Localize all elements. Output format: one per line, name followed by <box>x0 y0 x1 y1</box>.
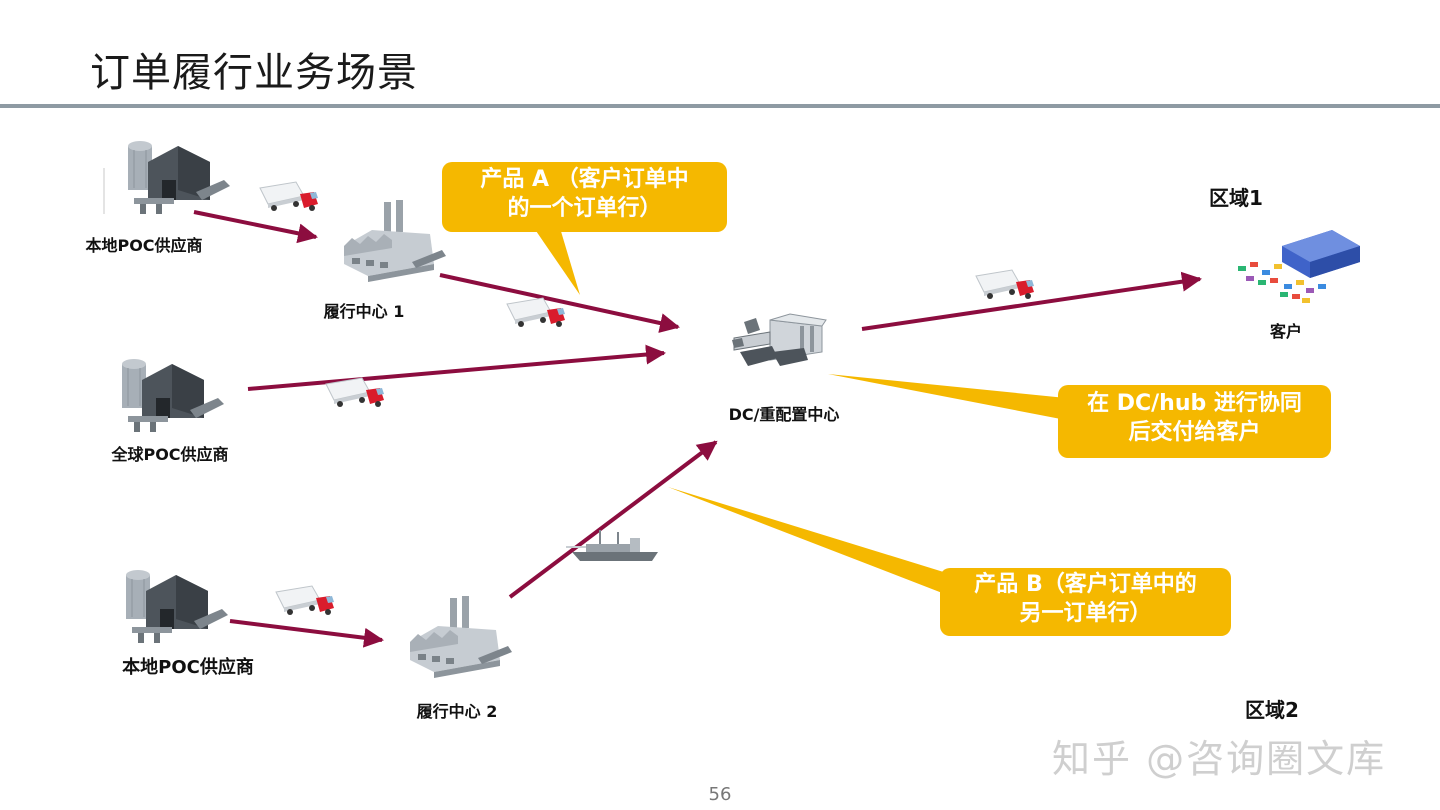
callout-product-b-line2: 另一订单行） <box>1019 600 1152 626</box>
callout-dc-hub <box>828 374 1331 458</box>
callout-dc-hub-line2: 后交付给客户 <box>1128 419 1261 445</box>
dc-building-icon <box>732 313 827 366</box>
callout-product-a-line1: 产品 A （客户订单中 <box>480 167 689 192</box>
callout-product-a-line2: 的一个订单行） <box>507 195 662 221</box>
ship-icon <box>566 530 658 561</box>
fulfillment-center-1-icon <box>344 200 446 282</box>
local-supplier-1-label: 本地POC供应商 <box>85 236 203 255</box>
fulfillment-center-1-label: 履行中心 1 <box>323 302 405 321</box>
region-1-label: 区域1 <box>1209 186 1263 210</box>
truck-icon <box>259 181 319 212</box>
page-title: 订单履行业务场景 <box>90 50 418 96</box>
fulfillment-center-2-icon <box>410 596 512 678</box>
truck-icon <box>325 377 385 408</box>
page-number: 56 <box>708 784 732 805</box>
local-supplier-2-label: 本地POC供应商 <box>122 657 254 678</box>
watermark: 知乎 @咨询圈文库 <box>1052 737 1387 781</box>
customer-label: 客户 <box>1269 322 1303 341</box>
arrow-local2-to-fc2 <box>229 619 384 648</box>
callout-product-b <box>668 487 1231 636</box>
fulfillment-center-2-label: 履行中心 2 <box>416 702 498 721</box>
arrow-fc1-to-dc <box>439 273 680 333</box>
callout-product-b-line1: 产品 B（客户订单中的 <box>974 572 1197 597</box>
region-2-label: 区域2 <box>1245 698 1299 722</box>
title-divider <box>0 104 1440 108</box>
arrow-dc-to-customer <box>861 271 1202 331</box>
dc-label: DC/重配置中心 <box>728 405 840 424</box>
callout-product-b-text: 产品 B（客户订单中的 另一订单行） <box>940 571 1231 628</box>
customer-store-icon <box>1238 230 1360 303</box>
local-supplier-1-icon <box>127 140 231 215</box>
truck-icon <box>975 269 1035 300</box>
callout-product-a <box>442 162 727 295</box>
global-supplier-label: 全球POC供应商 <box>111 445 229 464</box>
arrow-global-to-dc <box>247 344 666 391</box>
callout-dc-hub-line1: 在 DC/hub 进行协同 <box>1087 391 1302 416</box>
arrow-fc2-to-dc <box>508 440 718 599</box>
arrow-local1-to-fc1 <box>193 210 318 244</box>
local-supplier-2-icon <box>125 569 229 644</box>
callout-dc-hub-text: 在 DC/hub 进行协同 后交付给客户 <box>1058 390 1331 447</box>
truck-icon <box>275 585 335 616</box>
callout-product-a-text: 产品 A （客户订单中 的一个订单行） <box>442 166 727 223</box>
global-supplier-icon <box>121 358 225 433</box>
